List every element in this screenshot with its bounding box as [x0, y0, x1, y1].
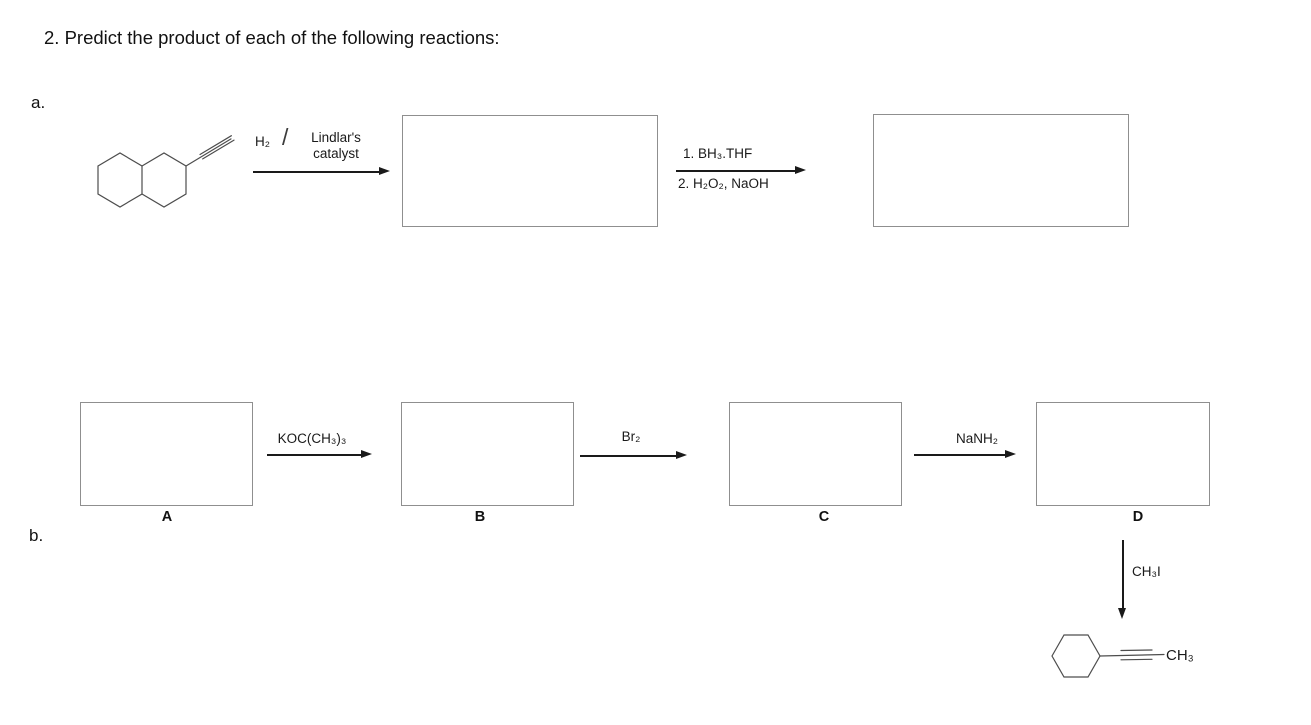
answer-box-D[interactable] [1036, 402, 1210, 506]
reaction-arrow-a2 [676, 167, 806, 174]
right-ring [141, 152, 187, 208]
answer-box-C[interactable] [729, 402, 902, 506]
reagent-nanh2: NaNH₂ [956, 431, 998, 446]
reagent-koc-ch3-3: KOC(CH₃)₃ [277, 431, 347, 446]
box-label-B: B [474, 509, 486, 525]
reaction-arrow-b1 [267, 451, 372, 458]
reagent-bh3-thf: 1. BH₃.THF [683, 146, 753, 161]
cyclohexyl-propyne-structure [1051, 634, 1165, 678]
answer-box-B[interactable] [401, 402, 574, 506]
box-label-C: C [818, 509, 830, 525]
answer-box-A[interactable] [80, 402, 253, 506]
box-label-D: D [1132, 509, 1144, 525]
reaction-arrow-a1 [253, 168, 390, 175]
box-label-A: A [161, 509, 173, 525]
catalyst-label: Lindlar's catalyst [298, 130, 374, 162]
answer-box-a1[interactable] [402, 115, 658, 227]
reaction-arrow-b3 [914, 451, 1016, 458]
propyne-triple-bond [1099, 649, 1165, 661]
product-methyl-label: CH₃ [1166, 647, 1194, 664]
question-title: 2. Predict the product of each of the fo… [44, 27, 500, 48]
catalyst-line1: Lindlar's [311, 130, 361, 145]
part-b-label: b. [29, 526, 44, 545]
left-ring [97, 152, 143, 208]
reagent-h2: H₂ [255, 134, 270, 149]
reaction-arrow-b2 [580, 452, 687, 459]
catalyst-line2: catalyst [313, 146, 359, 161]
reagent-ch3i: CH₃I [1132, 564, 1161, 579]
decalin-alkyne-structure [97, 135, 235, 208]
reaction-arrow-b4-vertical [1119, 540, 1126, 619]
cyclohexane-ring [1051, 634, 1101, 678]
alkyne-triple-bond [185, 135, 235, 167]
answer-box-a2[interactable] [873, 114, 1129, 227]
part-a-label: a. [31, 93, 46, 112]
reagent-br2: Br₂ [621, 429, 641, 444]
reagent-separator-slash: / [282, 124, 289, 150]
reagent-h2o2-naoh: 2. H₂O₂, NaOH [678, 176, 769, 191]
